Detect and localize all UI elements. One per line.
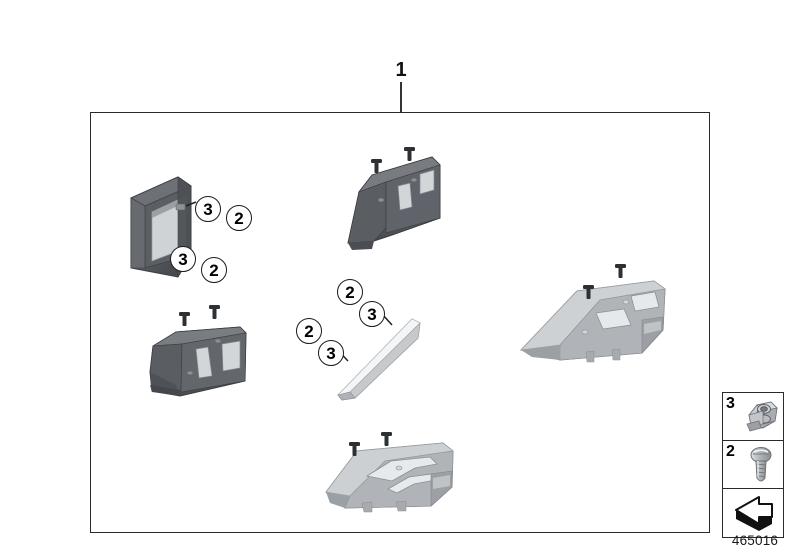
part-right-mounting-plate [520, 280, 666, 363]
screw-icon [615, 264, 626, 278]
callout-bubble-2-b[interactable]: 2 [201, 257, 227, 283]
screw-icon-group [179, 147, 626, 456]
part-lower-left-bracket [149, 326, 247, 397]
legend-item-screw[interactable]: 2 [723, 441, 783, 489]
screw-icon [583, 285, 594, 299]
screw-icon [209, 305, 220, 319]
part-left-bracket-trim [347, 156, 441, 250]
legend-item-screw-number: 2 [726, 443, 735, 460]
assembly-callout-label: 1 [395, 59, 407, 81]
callout-bubble-3-a[interactable]: 3 [195, 196, 221, 222]
part-bottom-mounting-plate [325, 442, 454, 513]
callout-bubble-2-d[interactable]: 2 [296, 318, 322, 344]
screw-icon [349, 442, 360, 456]
callout-bubble-2-c[interactable]: 2 [337, 279, 363, 305]
part-center-wedge-trim [337, 318, 421, 401]
legend-item-clip[interactable]: 3 [723, 393, 783, 441]
assembly-callout-leader [400, 82, 402, 113]
screw-icon [371, 159, 382, 173]
leader-line [185, 201, 197, 207]
spring-clip-nut-icon [746, 401, 778, 432]
legend-item-direction[interactable] [723, 489, 783, 537]
callout-bubble-3-c[interactable]: 3 [359, 301, 385, 327]
screw-icon [381, 432, 392, 446]
screw-icon [179, 312, 190, 326]
legend-panel: 3 2 [722, 392, 784, 538]
legend-item-clip-number: 3 [726, 395, 735, 412]
callout-bubble-2-a[interactable]: 2 [226, 205, 252, 231]
screw-icon [404, 147, 415, 161]
diagram-id-label: 465016 [731, 533, 779, 548]
pan-head-screw-icon [750, 447, 772, 482]
callout-bubble-3-d[interactable]: 3 [318, 340, 344, 366]
callout-bubble-3-b[interactable]: 3 [170, 246, 196, 272]
direction-arrow-icon [735, 496, 773, 531]
